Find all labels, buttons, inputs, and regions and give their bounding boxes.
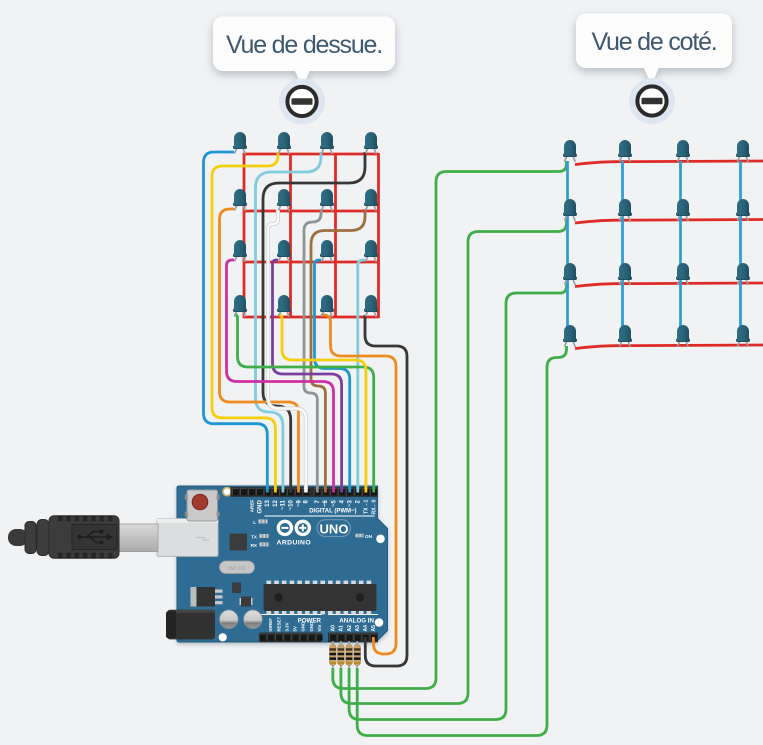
svg-text:GND: GND [257, 500, 263, 514]
svg-text:Vin: Vin [317, 624, 322, 631]
svg-text:~3: ~3 [348, 499, 354, 507]
svg-text:12: 12 [273, 500, 279, 507]
svg-text:3.3V: 3.3V [284, 622, 289, 631]
svg-text:Vue de coté.: Vue de coté. [591, 28, 716, 56]
svg-text:GND: GND [301, 622, 306, 632]
svg-text:TX→1: TX→1 [364, 500, 370, 514]
svg-text:UNO: UNO [320, 522, 349, 537]
svg-text:~9: ~9 [296, 499, 302, 507]
svg-text:7: 7 [315, 500, 321, 504]
svg-text:2: 2 [356, 500, 362, 504]
svg-text:ANALOG IN: ANALOG IN [339, 618, 374, 625]
svg-text:IOREF: IOREF [268, 618, 273, 632]
svg-text:~5: ~5 [331, 499, 337, 507]
svg-text:DIGITAL (PWM~): DIGITAL (PWM~) [309, 509, 356, 515]
svg-text:L: L [253, 520, 256, 525]
svg-text:8: 8 [304, 500, 310, 504]
svg-text:A0: A0 [331, 625, 337, 632]
svg-text:TX: TX [251, 534, 258, 539]
svg-text:SM2.16C: SM2.16C [228, 566, 246, 571]
svg-text:~6: ~6 [323, 499, 329, 507]
svg-text:~11: ~11 [281, 499, 287, 510]
svg-text:GND: GND [309, 622, 314, 632]
svg-text:ON: ON [365, 534, 373, 539]
svg-text:AREF: AREF [250, 499, 255, 512]
svg-text:RX: RX [251, 543, 258, 548]
svg-text:A1: A1 [339, 625, 345, 632]
svg-text:A2: A2 [347, 625, 353, 632]
svg-text:Vue de dessue.: Vue de dessue. [226, 31, 382, 59]
svg-text:4: 4 [339, 500, 345, 504]
svg-text:RX←0: RX←0 [372, 499, 378, 514]
svg-text:RESET: RESET [276, 617, 281, 632]
svg-text:~10: ~10 [289, 499, 295, 510]
svg-text:POWER: POWER [298, 618, 322, 625]
svg-text:13: 13 [265, 500, 271, 507]
svg-text:5V: 5V [293, 626, 298, 631]
svg-text:A5: A5 [371, 625, 377, 632]
svg-text:ARDUINO: ARDUINO [277, 540, 312, 547]
svg-text:A4: A4 [363, 625, 369, 632]
svg-text:A3: A3 [355, 625, 361, 632]
